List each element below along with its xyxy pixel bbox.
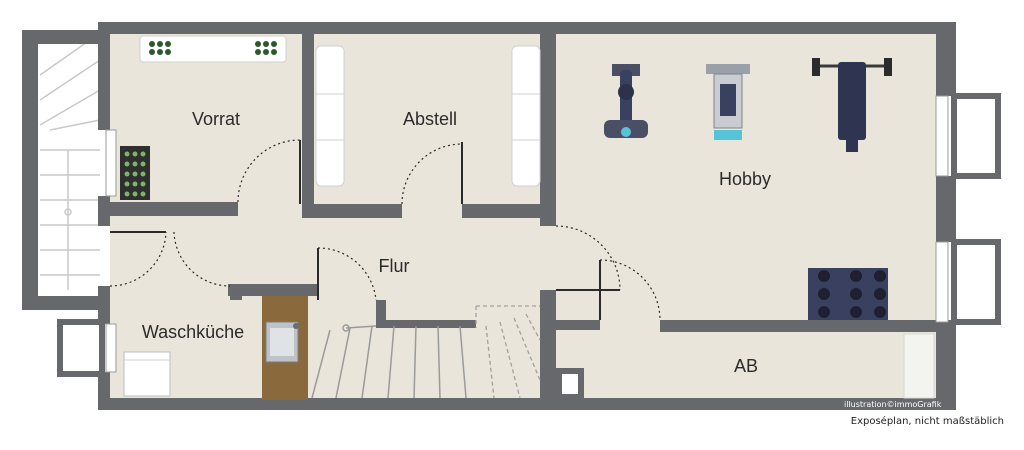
bench-press-icon xyxy=(812,58,892,152)
stair-icon xyxy=(39,30,102,300)
leg-press-icon xyxy=(604,64,648,138)
room-label-abstell: Abstell xyxy=(403,109,457,129)
plan-caption: Exposéplan, nicht maßstäblich xyxy=(850,416,1004,427)
window-icon xyxy=(57,93,1001,377)
room-label-hobby: Hobby xyxy=(719,169,771,189)
room-label-ab: AB xyxy=(734,356,758,376)
illustration-credit: illustration©immoGrafik xyxy=(844,400,942,409)
sink-icon xyxy=(262,296,308,400)
room-label-vorrat: Vorrat xyxy=(192,109,240,129)
walls xyxy=(22,22,956,410)
room-label-waschkueche: Waschküche xyxy=(142,322,244,342)
abstell-shelf xyxy=(315,45,541,187)
washing-machine-icon xyxy=(123,351,171,397)
room-label-flur: Flur xyxy=(379,256,410,276)
door-swing-icon xyxy=(109,139,661,321)
dumbbell-rack-icon xyxy=(808,268,888,320)
flur-stairs-dashed xyxy=(475,305,541,399)
ab-cabinet xyxy=(903,333,935,399)
door-leaves xyxy=(110,140,620,320)
shelf-icon xyxy=(139,35,287,63)
cable-machine-icon xyxy=(706,64,750,140)
wine-rack-icon xyxy=(120,146,150,200)
flur-stairs xyxy=(311,324,467,399)
